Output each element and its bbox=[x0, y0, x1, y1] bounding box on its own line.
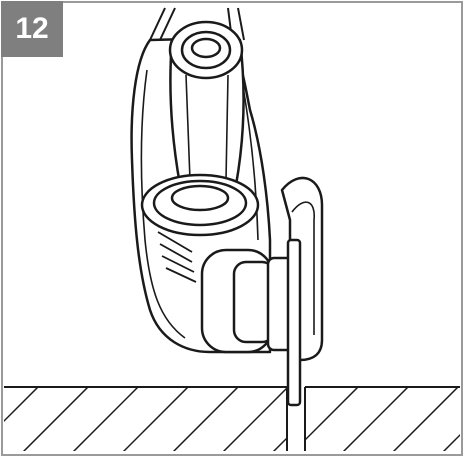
workpiece-hatching-right bbox=[305, 387, 460, 451]
vent-ribs bbox=[157, 231, 197, 283]
side-handle-edge bbox=[185, 74, 191, 181]
step-number-label: 12 bbox=[15, 12, 49, 45]
blade-guard-edge bbox=[291, 201, 315, 335]
workpiece-hatching-left bbox=[4, 387, 287, 451]
side-handle-cap-hole bbox=[190, 37, 222, 59]
workpiece bbox=[4, 386, 460, 451]
housing-inner-contour bbox=[140, 69, 186, 339]
angle-grinder bbox=[130, 7, 324, 407]
side-handle-edge-2 bbox=[225, 74, 229, 181]
handle-collar-core bbox=[170, 184, 230, 212]
step-number-badge: 12 bbox=[1, 1, 63, 57]
cutting-disc bbox=[286, 238, 302, 407]
